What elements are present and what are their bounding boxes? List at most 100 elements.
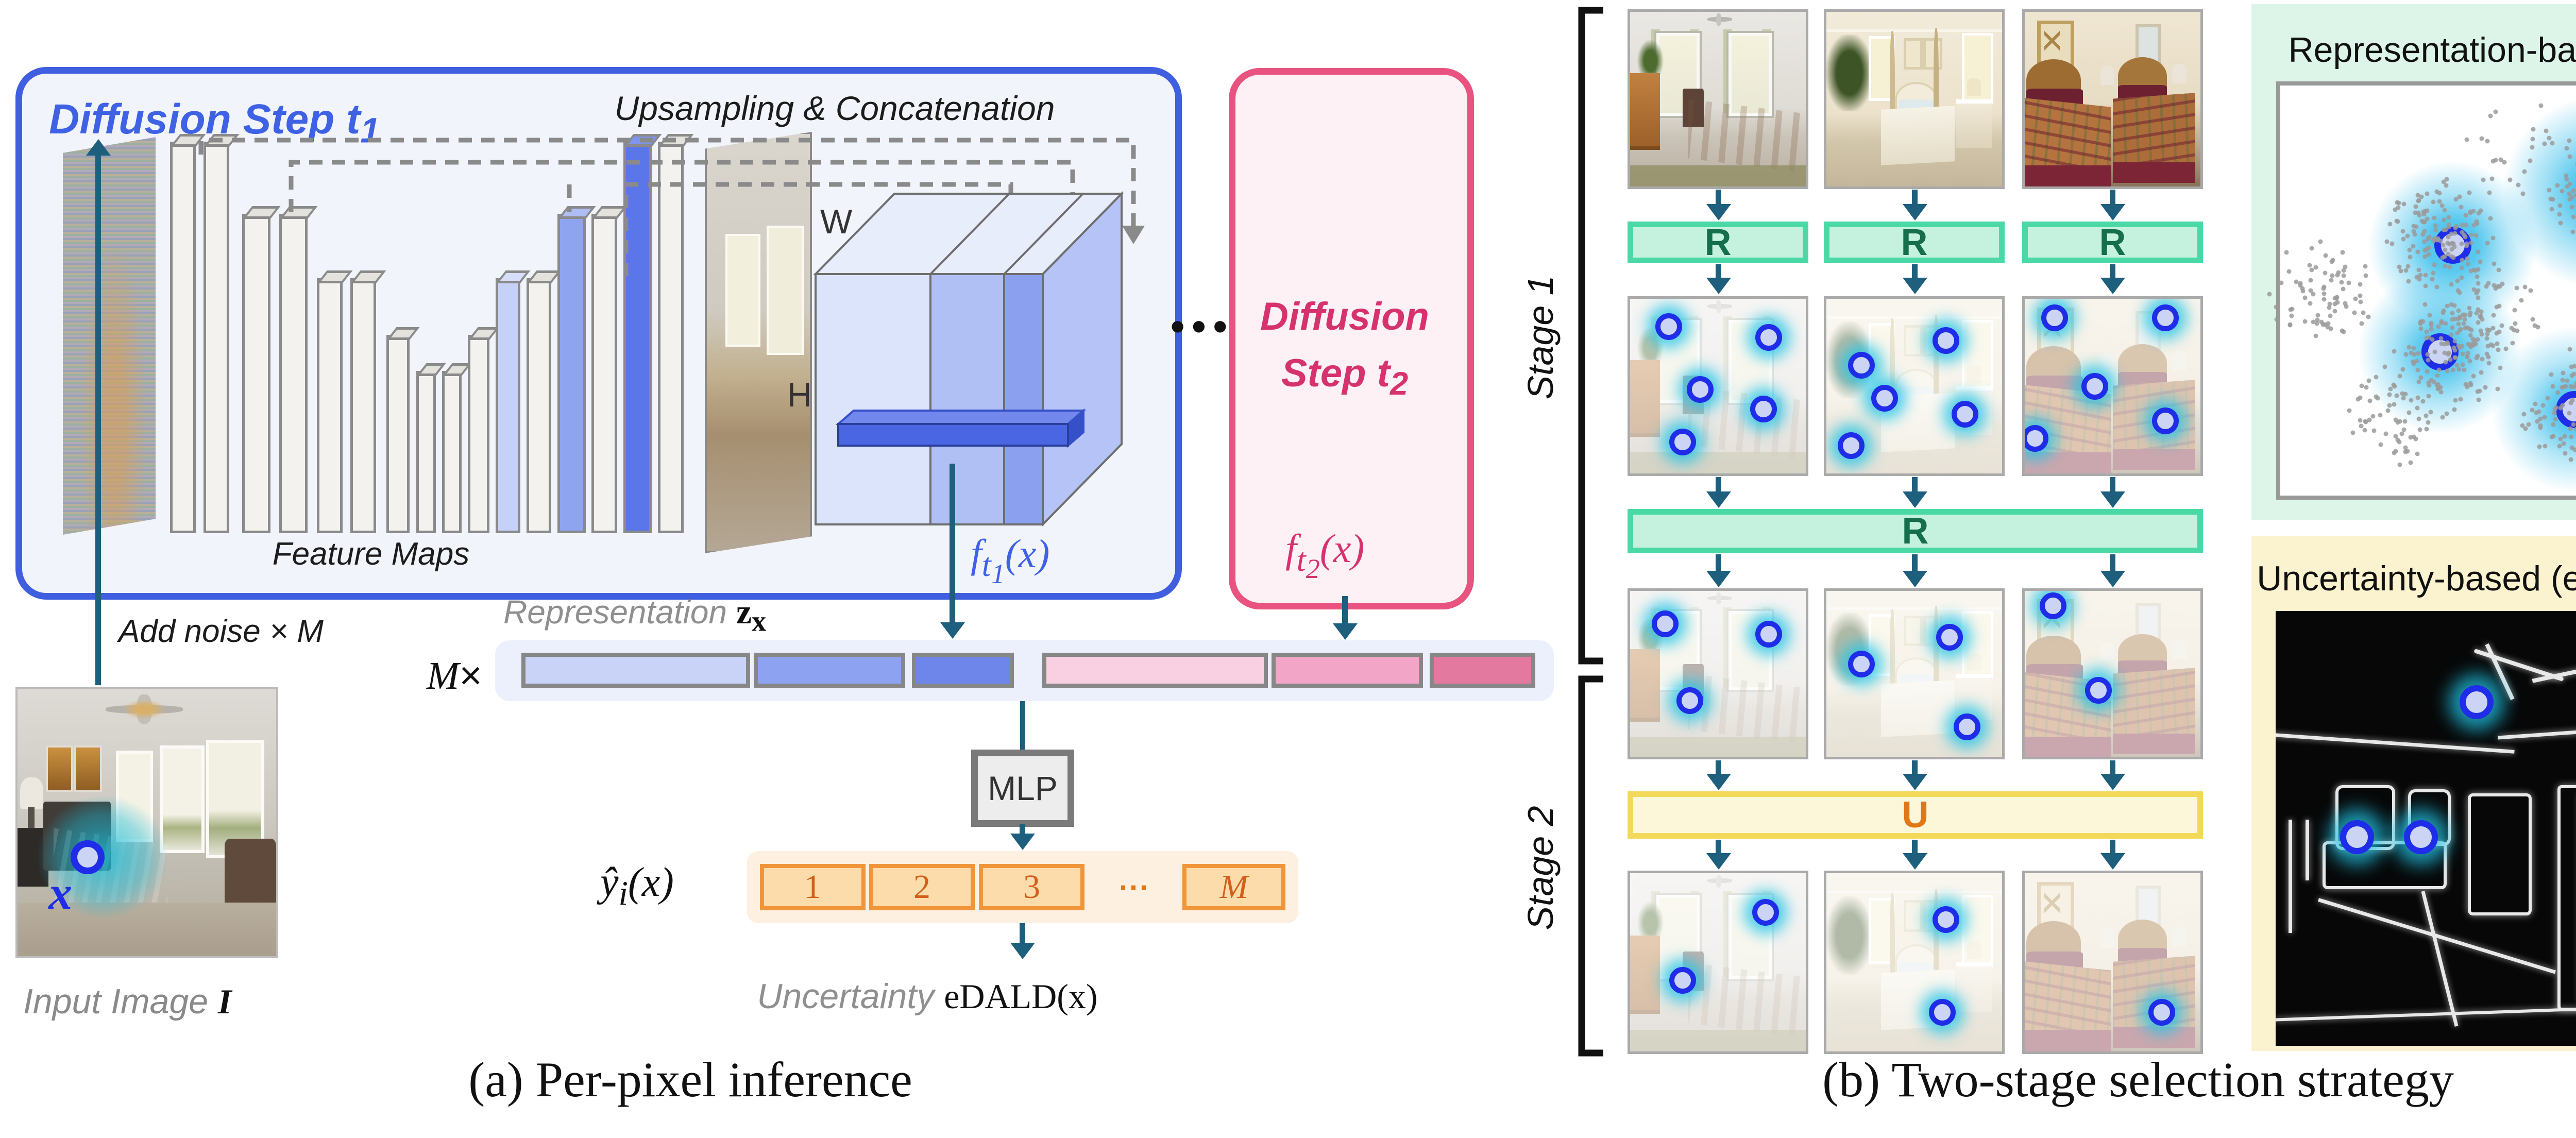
- scatter-dot: [2420, 399, 2426, 404]
- scatter-dot: [2460, 344, 2465, 349]
- scatter-dot: [2442, 350, 2447, 355]
- scatter-dot: [2308, 288, 2313, 293]
- scatter-dot: [2455, 278, 2460, 283]
- scatter-dot: [2465, 261, 2470, 266]
- selected-pixel-marker: [1952, 400, 1979, 428]
- scatter-dot: [2464, 137, 2469, 142]
- scatter-dot: [2327, 305, 2332, 310]
- scatter-dot: [2425, 216, 2430, 222]
- scatter-dot: [2422, 209, 2428, 214]
- scatter-dot: [2526, 422, 2531, 427]
- scatter-dot: [2393, 434, 2398, 439]
- scatter-dot: [2449, 282, 2454, 287]
- scatter-dot: [2487, 190, 2492, 195]
- scatter-dot: [2497, 329, 2502, 334]
- scatter-dot: [2307, 263, 2312, 268]
- scatter-dot: [2442, 208, 2447, 213]
- scatter-dot: [2485, 241, 2490, 246]
- representation-row: [495, 640, 1554, 701]
- bedroom-scene-maroon: [2025, 873, 2200, 1051]
- scatter-dot: [2401, 396, 2406, 401]
- selected-pixel-marker: [2081, 372, 2109, 400]
- selected-pixel-marker: [1953, 714, 1980, 741]
- scatter-dot: [2397, 373, 2402, 379]
- scatter-dot: [2408, 254, 2413, 260]
- scatter-dot: [2422, 302, 2428, 307]
- scatter-dot: [2426, 420, 2431, 425]
- selected-pixel-marker: [1655, 313, 1683, 341]
- scatter-dot: [2468, 382, 2473, 387]
- scatter-dot: [2557, 444, 2562, 449]
- scatter-dot: [2552, 407, 2557, 412]
- scatter-dot: [2318, 239, 2323, 244]
- scatter-dot: [2469, 232, 2474, 237]
- scatter-dot: [2314, 321, 2319, 326]
- scatter-dot: [2557, 212, 2562, 217]
- scatter-dot: [2289, 313, 2294, 318]
- scatter-dot: [2569, 373, 2574, 378]
- scatter-dot: [2416, 416, 2421, 421]
- scatter-dot: [2564, 146, 2569, 151]
- scatter-dot: [2459, 241, 2464, 246]
- representation-based-panel: Representation-based (zx): [2251, 4, 2576, 520]
- prediction-row: 1 2 3 ⋯ M: [747, 851, 1298, 923]
- scatter-dot: [2445, 340, 2450, 345]
- scatter-dot: [2531, 127, 2536, 132]
- scatter-dot: [2419, 194, 2424, 199]
- feature-maps-label: Feature Maps: [272, 536, 470, 572]
- scatter-dot: [2450, 325, 2455, 330]
- scatter-dot: [2347, 408, 2352, 413]
- scatter-dot: [2569, 445, 2574, 450]
- scatter-dot: [2407, 247, 2412, 252]
- scatter-dot: [2547, 135, 2552, 141]
- add-noise-arrow: [95, 155, 101, 685]
- arrow-r6c2: [1912, 840, 1918, 854]
- scatter-dot: [2452, 303, 2457, 308]
- scatter-dot: [2573, 384, 2576, 389]
- scatter-dot: [2571, 214, 2576, 219]
- scatter-dot: [2326, 321, 2331, 326]
- scatter-dot: [2343, 301, 2348, 306]
- scatter-dot: [2420, 232, 2426, 237]
- scatter-dot: [2415, 193, 2420, 198]
- scatter-dot: [2449, 302, 2454, 307]
- arrow-r3c3: [2110, 477, 2115, 492]
- scatter-dot: [2456, 321, 2461, 327]
- scatter-dot: [2392, 402, 2397, 407]
- scatter-dot: [2516, 182, 2521, 188]
- scatter-dot: [2457, 194, 2462, 199]
- scatter-dot: [2397, 439, 2402, 445]
- scatter-dot: [2466, 342, 2471, 347]
- scatter-dot: [2424, 329, 2429, 334]
- scatter-dot: [2440, 415, 2445, 420]
- arrow-r6c3: [2110, 840, 2115, 854]
- scatter-dot: [2358, 395, 2363, 400]
- scatter-dot: [2473, 342, 2478, 347]
- scatter-dot: [2385, 408, 2391, 413]
- scatter-dot: [2442, 217, 2447, 223]
- scatter-dot: [2319, 319, 2324, 325]
- scatter-dot: [2321, 291, 2327, 296]
- scatter-dot: [2493, 109, 2498, 114]
- scatter-dot: [2405, 449, 2410, 454]
- scatter-dot: [2444, 411, 2449, 416]
- scatter-dot: [2430, 337, 2435, 342]
- scatter-dot: [2426, 245, 2431, 250]
- scatter-dot: [2443, 360, 2448, 365]
- scatter-dot: [2346, 280, 2351, 285]
- prediction-label: ŷi(x): [600, 860, 674, 912]
- scatter-dot: [2416, 210, 2421, 215]
- scatter-dot: [2498, 157, 2503, 162]
- scatter-dot: [2397, 462, 2402, 467]
- scatter-dot: [2411, 346, 2416, 351]
- scatter-dot: [2463, 382, 2468, 387]
- scatter-dot: [2431, 239, 2436, 244]
- scatter-dot: [2550, 141, 2555, 146]
- scatter-dot: [2572, 364, 2576, 369]
- scatter-dot: [2438, 389, 2444, 395]
- scatter-dot: [2453, 225, 2458, 230]
- scatter-dot: [2486, 361, 2492, 366]
- scatter-dot: [2459, 205, 2464, 210]
- scatter-dot: [2567, 191, 2572, 196]
- scatter-dot: [2315, 313, 2320, 318]
